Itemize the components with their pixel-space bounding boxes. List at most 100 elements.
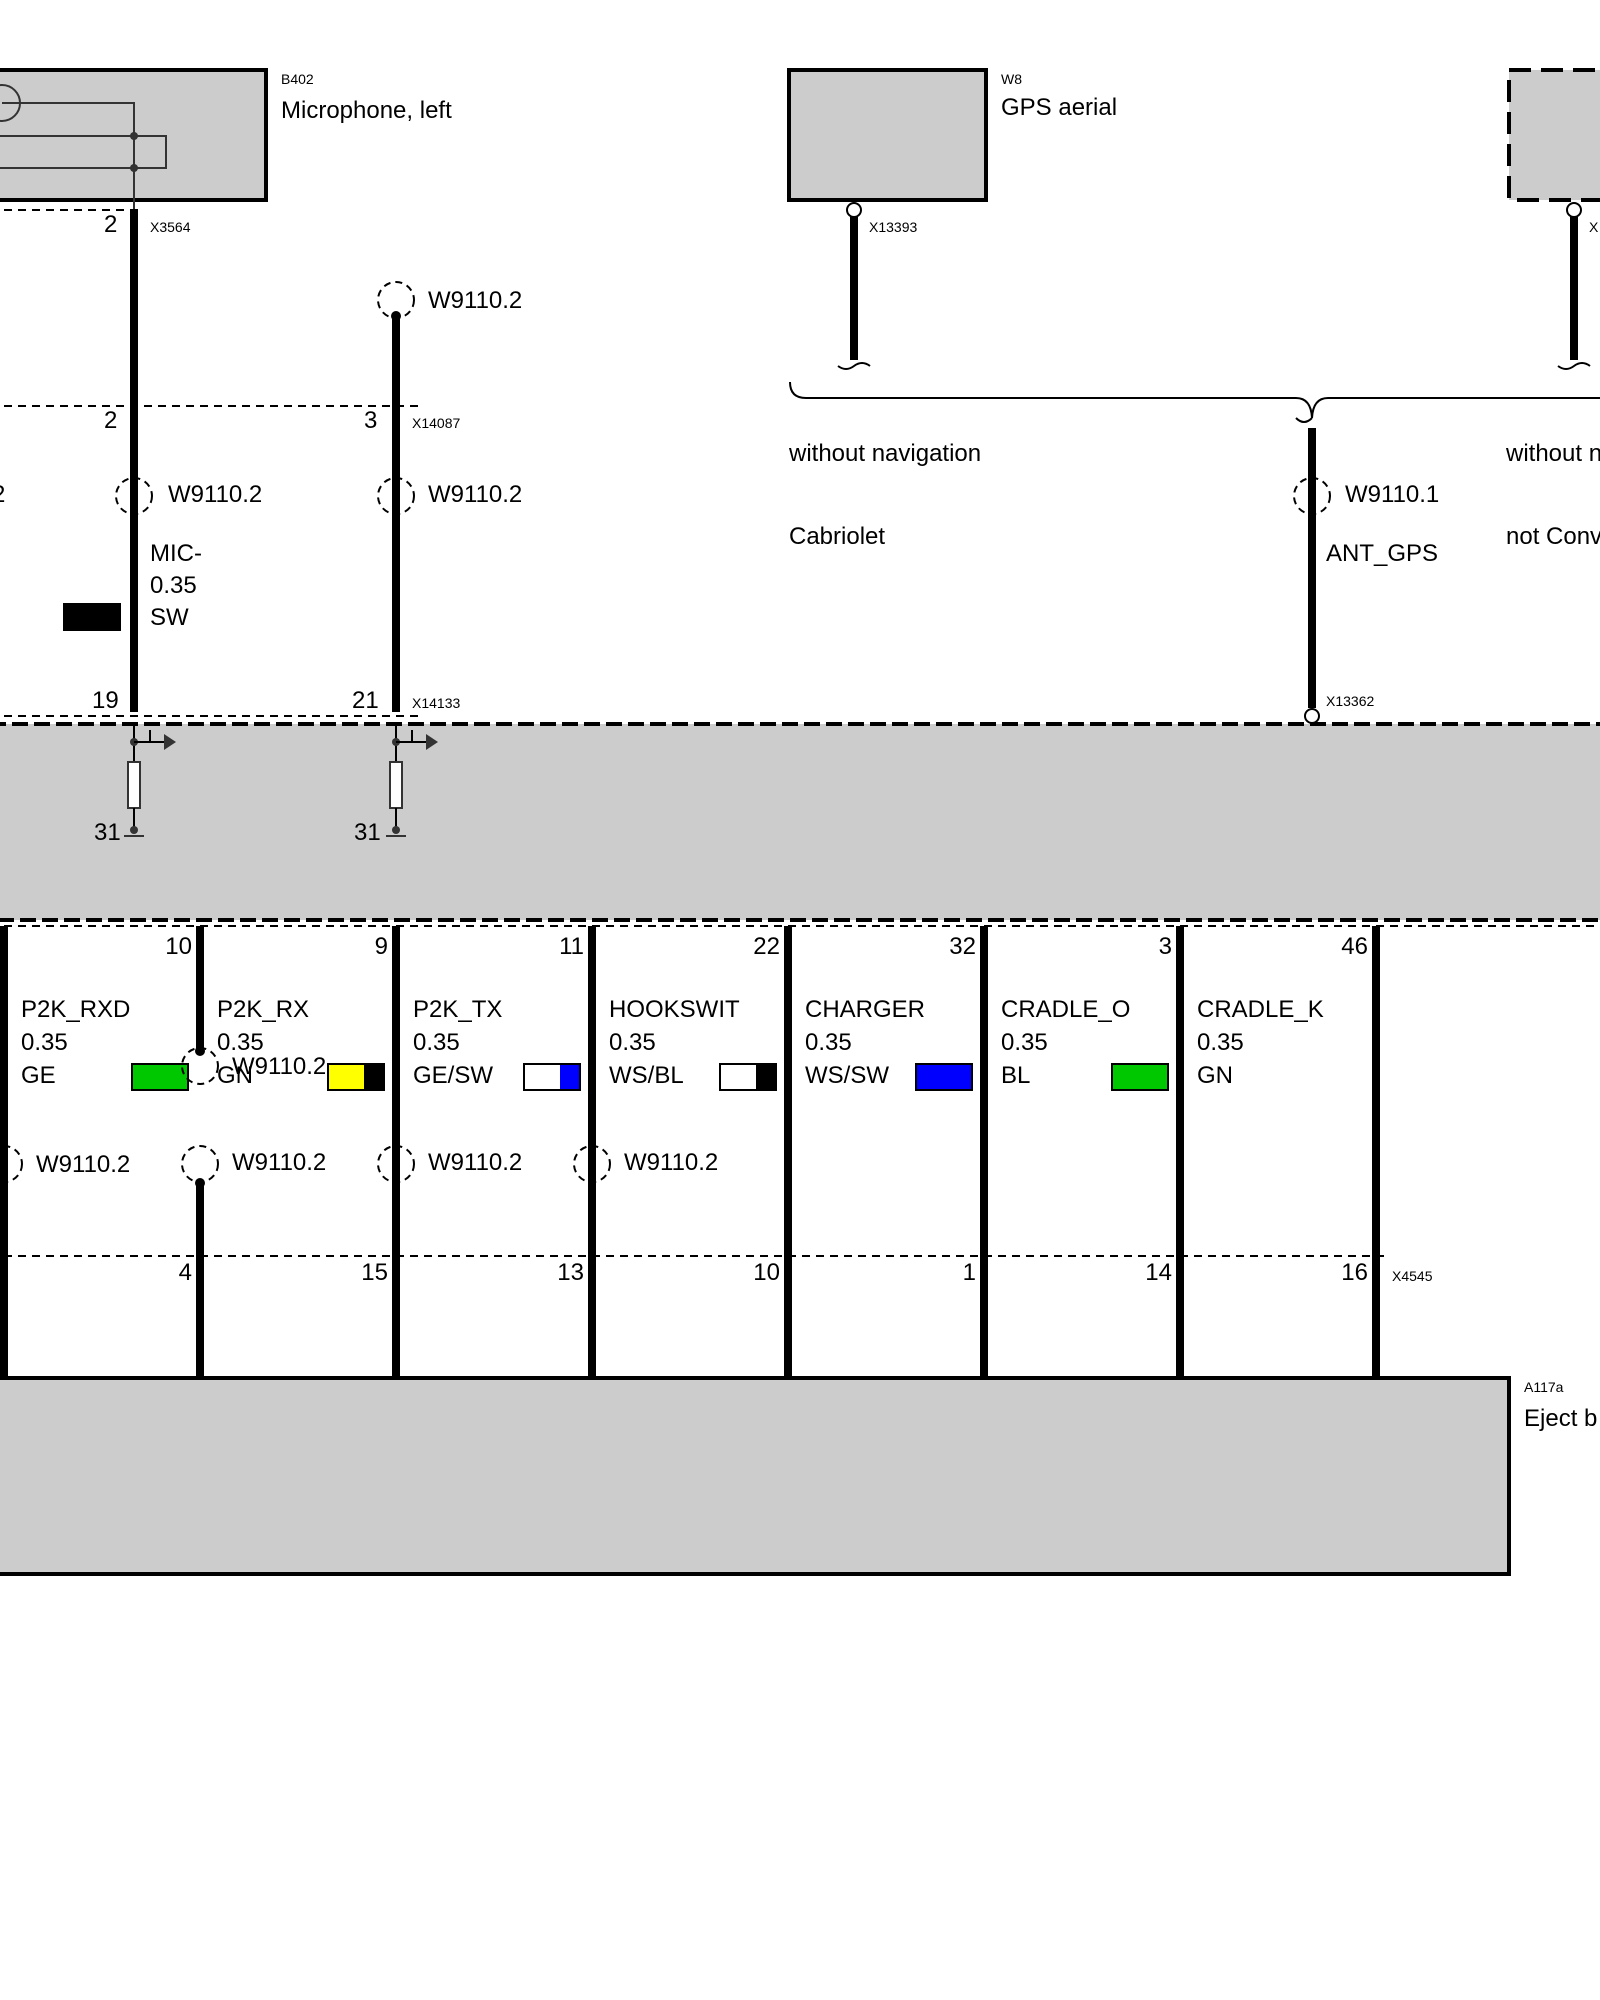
shield-b-label: W9110.2 xyxy=(428,481,522,508)
signal-color-1: GN xyxy=(217,1062,253,1089)
shield-bottom-3-label: W9110.2 xyxy=(624,1149,718,1176)
ground-pin-2: 31 xyxy=(354,819,381,846)
gps-wire-joint xyxy=(1295,417,1313,423)
swatch-left-2 xyxy=(524,1064,560,1090)
shield-bottom-0-symbol xyxy=(0,1145,23,1183)
mic-color-swatch xyxy=(63,603,121,631)
pin-b-module: 21 xyxy=(352,687,379,714)
shield-rxd-upper-label: W9110.2 xyxy=(232,1053,326,1080)
eject-pin-6: 14 xyxy=(1145,1259,1172,1286)
signal-name-2: P2K_TX xyxy=(413,996,502,1023)
signal-size-3: 0.35 xyxy=(609,1029,656,1056)
signal-color-4: WS/SW xyxy=(805,1062,889,1089)
pin-mic-top: 2 xyxy=(104,211,117,238)
shield-top-label: W9110.2 xyxy=(428,287,522,314)
shield-left-cut: 2 xyxy=(0,481,5,508)
swatch-border-0 xyxy=(131,1063,189,1091)
shield-gps-symbol xyxy=(1293,477,1331,515)
shield-b-symbol xyxy=(377,477,415,515)
swatch-right-2 xyxy=(560,1064,580,1090)
pin-b-mid: 3 xyxy=(364,407,377,434)
signal-size-4: 0.35 xyxy=(805,1029,852,1056)
mic-signal-color: SW xyxy=(150,604,189,631)
gps-aerial-component xyxy=(787,68,988,202)
module-pin-5: 32 xyxy=(949,933,976,960)
connector-x4545: X4545 xyxy=(1392,1268,1433,1284)
main-control-module xyxy=(0,722,1600,922)
signal-color-0: GE xyxy=(21,1062,56,1089)
ant-gps-terminal xyxy=(1304,708,1320,724)
pin-mic-mid: 2 xyxy=(104,407,117,434)
signal-color-6: GN xyxy=(1197,1062,1233,1089)
gps-aerial-name: GPS aerial xyxy=(1001,94,1117,121)
shield-bottom-3-symbol xyxy=(573,1145,611,1183)
connector-x3564: X3564 xyxy=(150,219,191,235)
shield-bottom-2-symbol xyxy=(377,1145,415,1183)
condition-without-right: without n xyxy=(1505,440,1600,467)
signal-size-2: 0.35 xyxy=(413,1029,460,1056)
swatch-border-4 xyxy=(915,1063,973,1091)
signal-size-5: 0.35 xyxy=(1001,1029,1048,1056)
swatch-right-0 xyxy=(168,1064,188,1090)
connector-x14133: X14133 xyxy=(412,695,460,711)
signal-name-5: CRADLE_O xyxy=(1001,996,1130,1023)
bottom-wire-group: 104915111322103213144616P2K_RXD0.35GEP2K… xyxy=(0,926,1380,1378)
swatch-right-3 xyxy=(756,1064,776,1090)
microphone-component xyxy=(0,68,268,210)
swatch-border-3 xyxy=(719,1063,777,1091)
eject-pin-1: 4 xyxy=(179,1259,192,1286)
signal-name-1: P2K_RX xyxy=(217,996,309,1023)
shield-bottom-1-symbol xyxy=(181,1145,219,1183)
right-optional-component xyxy=(1507,68,1600,202)
ant-gps-signal: ANT_GPS xyxy=(1326,540,1438,567)
eject-pin-5: 1 xyxy=(963,1259,976,1286)
swatch-right-4 xyxy=(952,1064,972,1090)
swatch-left-4 xyxy=(916,1064,952,1090)
mic-signal-name: MIC- xyxy=(150,540,202,567)
shield-bottom-1-dot xyxy=(195,1178,205,1188)
mic-signal-size: 0.35 xyxy=(150,572,197,599)
module-internal-circuit-2 xyxy=(386,724,438,837)
shield-bottom-1-label: W9110.2 xyxy=(232,1149,326,1176)
signal-name-0: P2K_RXD xyxy=(21,996,130,1023)
shield-bottom-2-label: W9110.2 xyxy=(428,1149,522,1176)
eject-box-name: Eject b xyxy=(1524,1405,1597,1432)
signal-color-3: WS/BL xyxy=(609,1062,684,1089)
condition-cabriolet: Cabriolet xyxy=(789,523,885,550)
shield-top-dot xyxy=(391,311,401,321)
shield-gps-label: W9110.1 xyxy=(1345,481,1439,508)
signal-name-3: HOOKSWIT xyxy=(609,996,740,1023)
module-pin-6: 3 xyxy=(1159,933,1172,960)
eject-box-code: A117a xyxy=(1524,1379,1564,1395)
shield-rxd-upper-dot xyxy=(195,1046,205,1056)
gps-wire-break xyxy=(837,362,871,370)
right-pin-terminal xyxy=(1566,202,1582,218)
pin-mic-module: 19 xyxy=(92,687,119,714)
right-wire-break xyxy=(1557,362,1591,370)
eject-pin-7: 16 xyxy=(1341,1259,1368,1286)
swatch-left-1 xyxy=(328,1064,364,1090)
gps-aerial-code: W8 xyxy=(1001,71,1022,87)
swatch-border-5 xyxy=(1111,1063,1169,1091)
module-pin-3: 11 xyxy=(559,933,584,960)
microphone-name: Microphone, left xyxy=(281,97,452,124)
connector-x13393: X13393 xyxy=(869,219,917,235)
module-pin-7: 46 xyxy=(1341,933,1368,960)
condition-without-navigation: without navigation xyxy=(788,440,981,467)
option-brace xyxy=(789,381,1600,419)
shield-bottom-0-label: W9110.2 xyxy=(36,1151,130,1178)
shield-mic-symbol xyxy=(115,477,153,515)
microphone-code: B402 xyxy=(281,71,314,87)
swatch-left-0 xyxy=(132,1064,168,1090)
swatch-right-1 xyxy=(364,1064,384,1090)
gps-pin-terminal xyxy=(846,202,862,218)
signal-size-6: 0.35 xyxy=(1197,1029,1244,1056)
condition-not-convertible: not Conv xyxy=(1506,523,1600,550)
module-internal-circuit-1 xyxy=(124,724,176,837)
eject-pin-3: 13 xyxy=(557,1259,584,1286)
swatch-left-3 xyxy=(720,1064,756,1090)
eject-pin-2: 15 xyxy=(361,1259,388,1286)
module-pin-2: 9 xyxy=(375,933,388,960)
shield-mic-label: W9110.2 xyxy=(168,481,262,508)
connector-x-right: X xyxy=(1589,219,1599,235)
